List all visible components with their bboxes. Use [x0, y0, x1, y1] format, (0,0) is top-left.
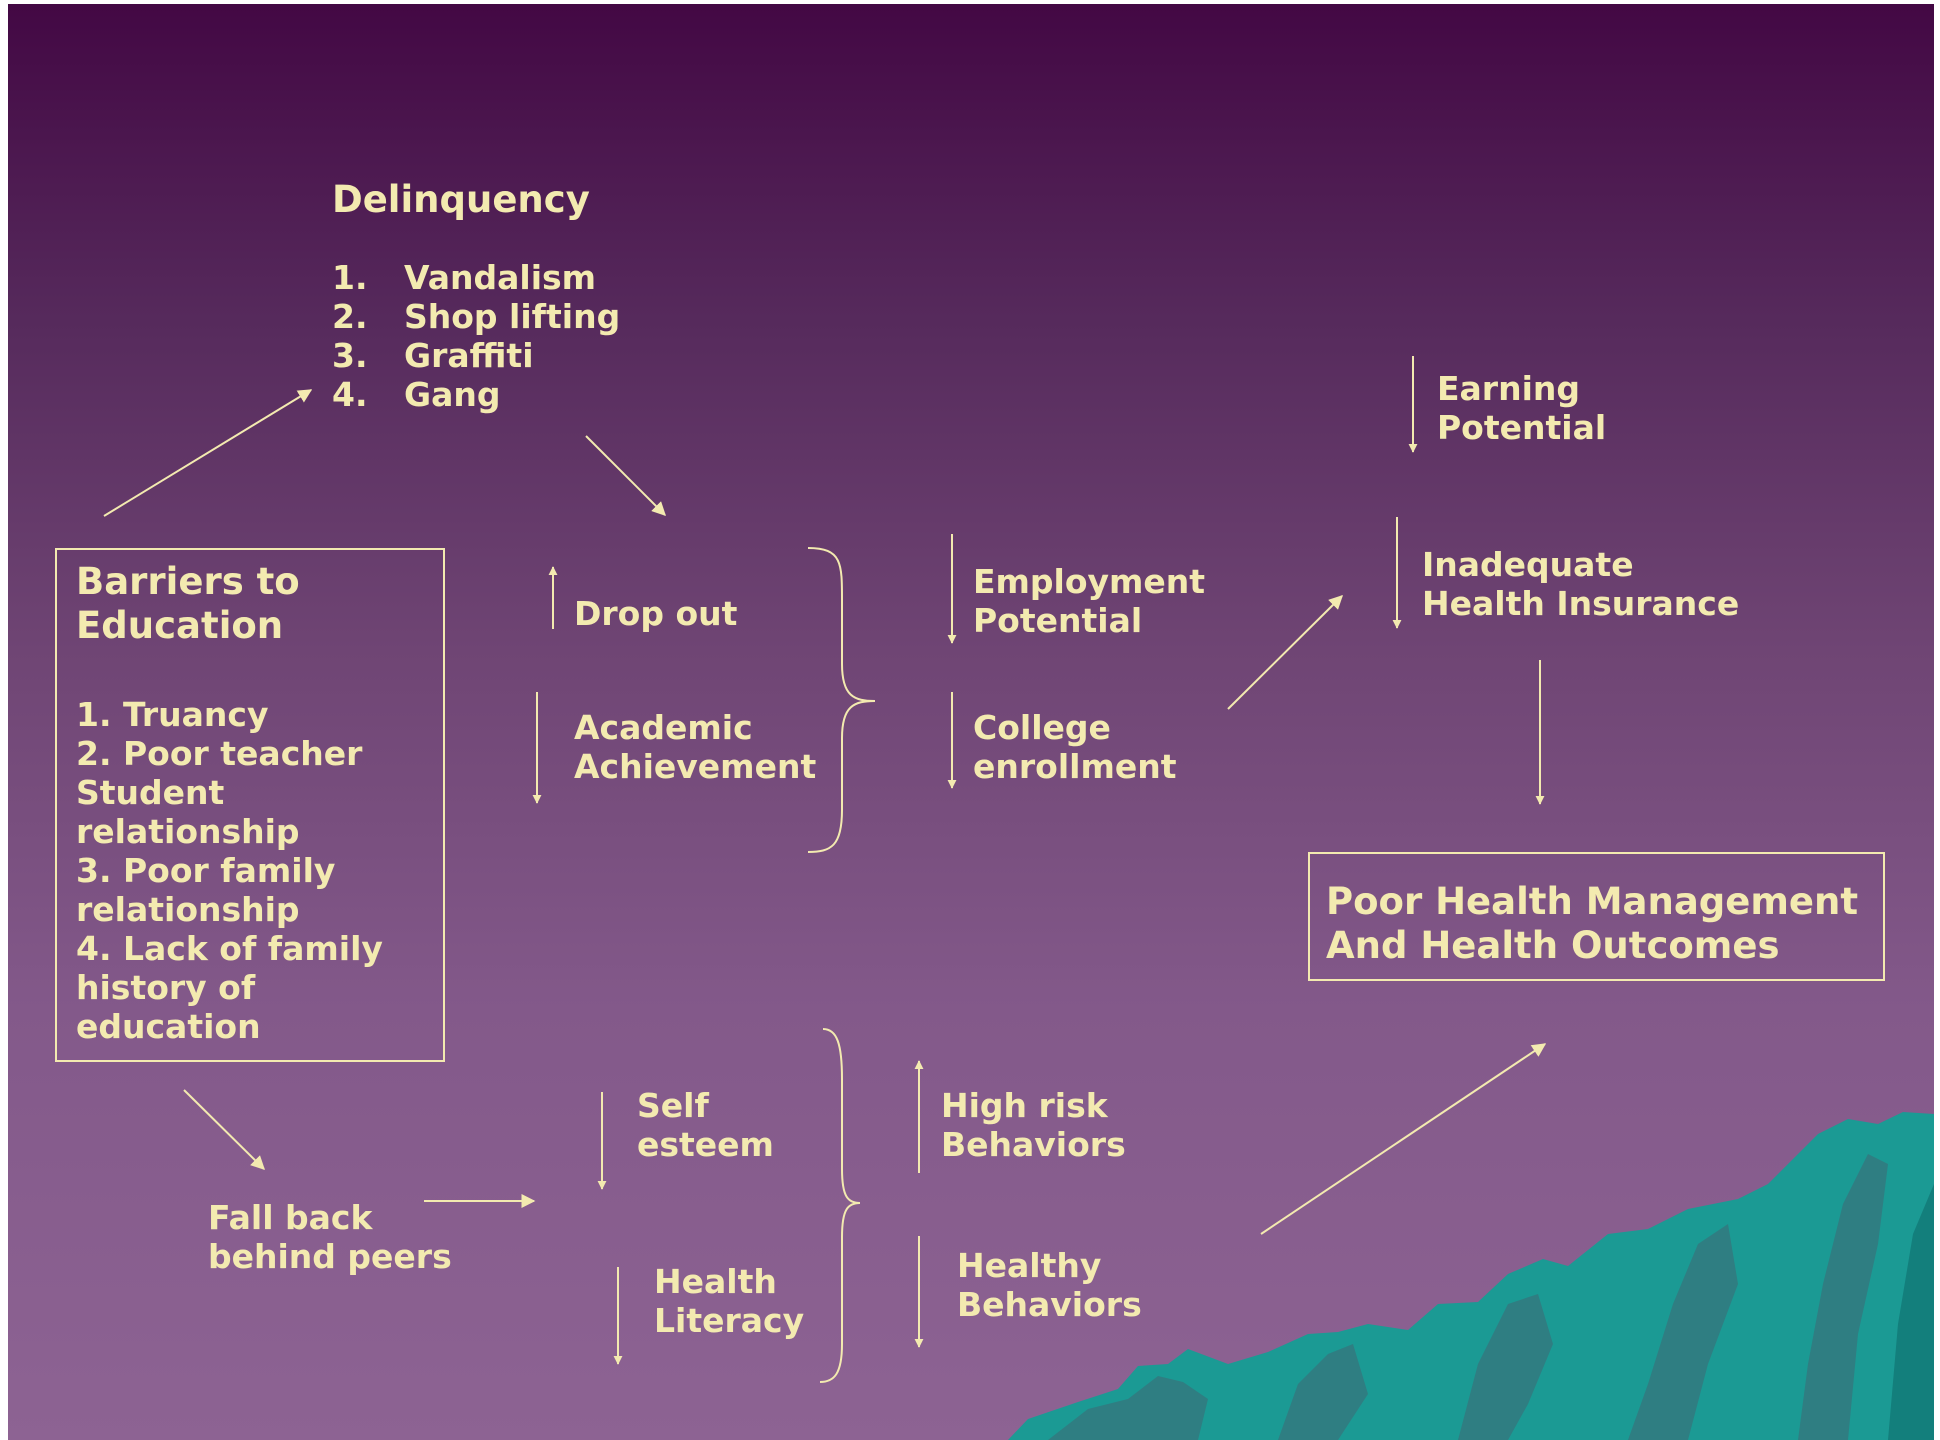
- diagram-slide: Delinquency 1.Vandalism 2.Shop lifting 3…: [8, 4, 1934, 1440]
- list-item: 3.Graffiti: [332, 336, 534, 375]
- self-esteem-label: Self esteem: [637, 1086, 774, 1164]
- fall-back-label: Fall back behind peers: [208, 1198, 452, 1276]
- list-item: 1.Vandalism: [332, 258, 597, 297]
- drop-out-label: Drop out: [574, 594, 738, 633]
- brace-lower: [819, 1028, 861, 1383]
- barriers-box: [55, 548, 445, 1062]
- barriers-title: Barriers to Education: [76, 560, 300, 647]
- list-item: 2.Shop lifting: [332, 297, 621, 336]
- list-item: 4.Gang: [332, 375, 501, 414]
- college-enrollment-label: College enrollment: [973, 708, 1177, 786]
- delinquency-title: Delinquency: [332, 178, 590, 221]
- arrow-barriers-to-fallback: [183, 1089, 265, 1170]
- academic-achievement-label: Academic Achievement: [574, 708, 817, 786]
- arrow-barriers-to-delinquency: [103, 389, 313, 517]
- health-literacy-label: Health Literacy: [654, 1262, 805, 1340]
- outcome-label: Poor Health Management And Health Outcom…: [1326, 880, 1859, 967]
- delinquency-list: 1.Vandalism 2.Shop lifting 3.Graffiti 4.…: [332, 258, 620, 414]
- arrow-delinquency-to-outcomes: [585, 435, 666, 516]
- brace-upper: [807, 547, 876, 853]
- arrow-college-to-insurance: [1227, 595, 1343, 710]
- mountain-decoration: [1008, 1112, 1934, 1440]
- healthy-behaviors-label: Healthy Behaviors: [957, 1246, 1142, 1324]
- arrows-layer: [103, 356, 1547, 1383]
- earning-potential-label: Earning Potential: [1437, 369, 1607, 447]
- outcome-box: [1308, 852, 1885, 981]
- arrow-behaviors-to-outcomes: [1260, 1043, 1547, 1235]
- health-insurance-label: Inadequate Health Insurance: [1422, 545, 1740, 623]
- high-risk-behaviors-label: High risk Behaviors: [941, 1086, 1126, 1164]
- barriers-list: 1. Truancy 2. Poor teacher Student relat…: [76, 695, 383, 1046]
- employment-potential-label: Employment Potential: [973, 562, 1206, 640]
